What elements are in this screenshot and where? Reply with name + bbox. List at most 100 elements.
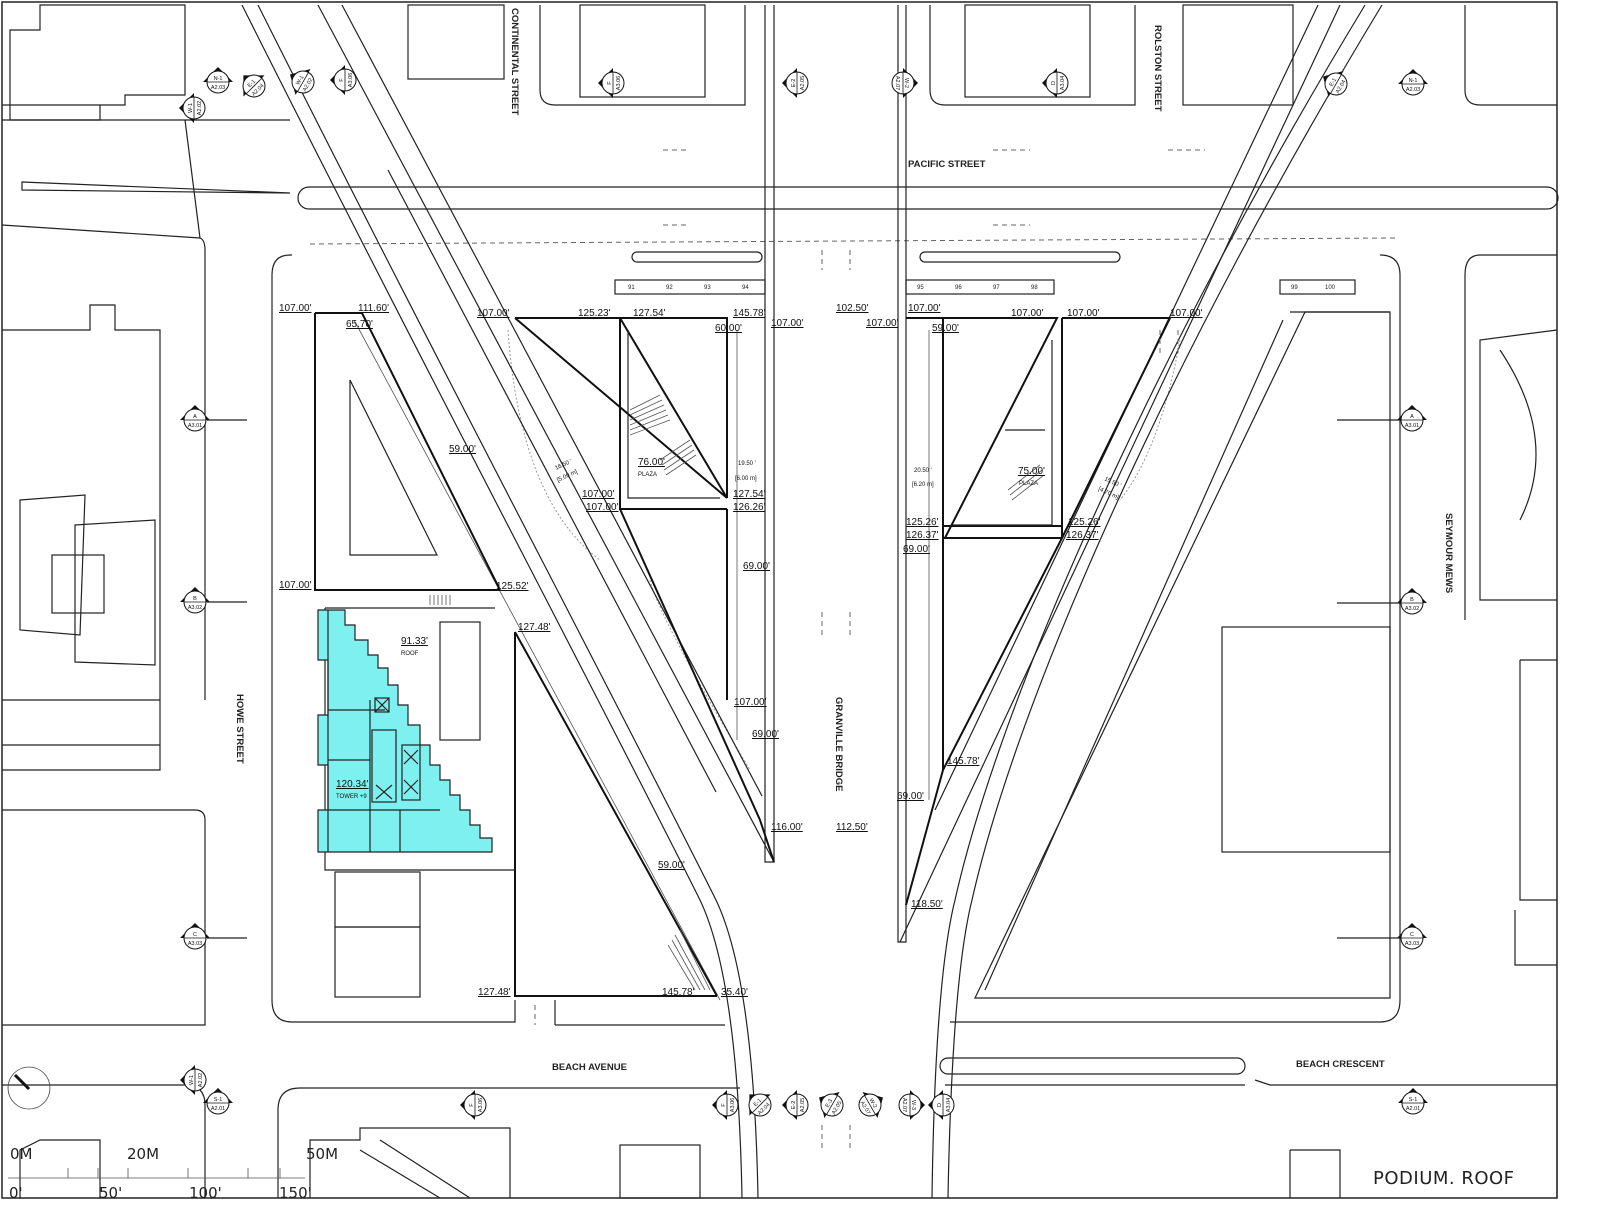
section-marker[interactable]: CA3.03 <box>1397 923 1427 950</box>
section-marker-id: W-1 <box>188 103 194 113</box>
elevation-label: 65.70' <box>346 319 373 330</box>
section-marker[interactable]: N-1A2.03 <box>203 67 233 94</box>
stall-number: 99 <box>1291 285 1298 291</box>
street-label-continental: CONTINENTAL STREET <box>509 8 520 116</box>
north-arrow-icon <box>7 1066 51 1110</box>
street-curbs <box>1 119 1559 1198</box>
elevation-label: 126.37' <box>1066 530 1099 541</box>
section-marker[interactable]: A A3.01 <box>1397 405 1427 432</box>
elevation-label: 107.00' <box>582 489 615 500</box>
section-marker-sheet: A3.06 <box>730 1098 736 1112</box>
section-marker-sheet: A3.01 <box>1405 423 1419 429</box>
elevation-label: 69.00' <box>897 791 924 802</box>
elevation-label: 126.26' <box>733 502 766 513</box>
section-marker[interactable]: CA3.03 <box>180 923 210 950</box>
section-marker-sheet: A2.05 <box>800 76 806 90</box>
plaza-label: PLAZA <box>638 472 657 478</box>
elevation-label: 107.00' <box>771 318 804 329</box>
section-marker-id: E-2 <box>791 1101 797 1110</box>
stall-number: 93 <box>704 285 711 291</box>
section-marker-id: F <box>607 81 613 85</box>
section-marker-sheet: A2.07 <box>894 76 900 90</box>
section-marker[interactable]: E-1A2.04 <box>1316 64 1354 103</box>
section-marker-id: N-1 <box>1409 78 1418 84</box>
granville-bridge-structure <box>241 4 1391 1199</box>
section-marker[interactable]: W-2A2.07 <box>853 1085 891 1124</box>
section-marker[interactable]: S-1A2.01 <box>203 1088 233 1115</box>
section-marker[interactable]: N-1A2.03 <box>1398 69 1428 96</box>
elevation-label: 127.54' <box>733 489 766 500</box>
section-marker[interactable]: W-1A2.02 <box>283 62 321 101</box>
section-marker[interactable]: W-2A2.07 <box>891 68 918 98</box>
section-marker-id: S-1 <box>1409 1097 1418 1103</box>
section-marker-id: A <box>1410 414 1414 420</box>
section-marker-id: D <box>1051 81 1057 85</box>
scale-label: 150' <box>279 1184 312 1202</box>
section-marker[interactable]: E-1A2.04 <box>233 65 273 105</box>
elevation-label: 107.00' <box>1011 308 1044 319</box>
section-marker[interactable]: B A3.02 <box>1397 588 1427 615</box>
elevation-label: 125.26' <box>906 517 939 528</box>
section-marker[interactable]: S-1A2.01 <box>1398 1088 1428 1115</box>
elevation-label: 59.00' <box>932 323 959 334</box>
elevation-label: 107.00' <box>908 303 941 314</box>
street-label-pacific: PACIFIC STREET <box>908 159 986 170</box>
section-marker-id: E-2 <box>791 79 797 88</box>
context-buildings <box>2 4 1558 1199</box>
section-marker[interactable]: B A3.02 <box>180 587 210 614</box>
section-marker-sheet: A3.04 <box>946 1098 952 1112</box>
elevation-label: 112.50' <box>836 822 868 833</box>
elevation-label: 127.48' <box>518 622 551 633</box>
section-marker-id: S-1 <box>214 1097 223 1103</box>
sheet-border <box>1 1 1558 1199</box>
elevation-label: 125.23' <box>578 308 611 319</box>
section-marker-sheet: A3.02 <box>1405 606 1419 612</box>
section-marker-sheet: A2.02 <box>198 1073 204 1087</box>
sheet-title: PODIUM. ROOF <box>1373 1168 1515 1189</box>
section-marker-sheet: A2.02 <box>197 101 203 115</box>
section-marker-sheet: A2.03 <box>211 85 225 91</box>
elevation-label: 35.40' <box>721 987 748 998</box>
section-marker[interactable]: AA3.01 <box>180 405 210 432</box>
section-marker-id: C <box>1410 932 1414 938</box>
stall-number: 98 <box>1031 285 1038 291</box>
section-marker[interactable]: W-3A2.07 <box>898 1090 925 1120</box>
section-marker-sheet: A3.02 <box>188 605 202 611</box>
section-marker-id: E-1 <box>247 79 257 89</box>
section-marker-sheet: A2.07 <box>901 1098 907 1112</box>
street-label-beach-crescent: BEACH CRESCENT <box>1296 1059 1385 1070</box>
width-label-ft: 19.50 ' <box>738 461 756 467</box>
section-marker-id: B <box>193 596 197 602</box>
elevation-label: 111.60' <box>358 303 389 314</box>
elevation-label: 107.00' <box>279 580 312 591</box>
section-marker-id: E-1 <box>753 1098 763 1108</box>
plaza-label: PLAZA <box>1019 481 1038 487</box>
elevation-label: 145.78' <box>947 756 980 767</box>
section-marker-sheet: A3.06 <box>616 76 622 90</box>
elevation-label: 126.37' <box>906 530 939 541</box>
elevation-label: 60.00' <box>715 323 742 334</box>
section-marker[interactable]: E-1A2.04 <box>739 1084 779 1124</box>
section-marker-id: E-3 <box>825 1098 834 1108</box>
elevation-label: 127.54' <box>633 308 666 319</box>
elevation-label: 69.00' <box>743 561 770 572</box>
section-marker-id: B <box>1410 597 1414 603</box>
scale-label: 20M <box>127 1145 159 1163</box>
elevation-label: 107.00' <box>477 308 510 319</box>
plaza-elevation: 75.00' <box>1018 466 1045 477</box>
roof-label: ROOF <box>401 651 419 657</box>
section-marker[interactable]: E-3A2.05 <box>812 1085 850 1124</box>
elevation-label: 59.00' <box>449 444 476 455</box>
stall-number: 96 <box>955 285 962 291</box>
